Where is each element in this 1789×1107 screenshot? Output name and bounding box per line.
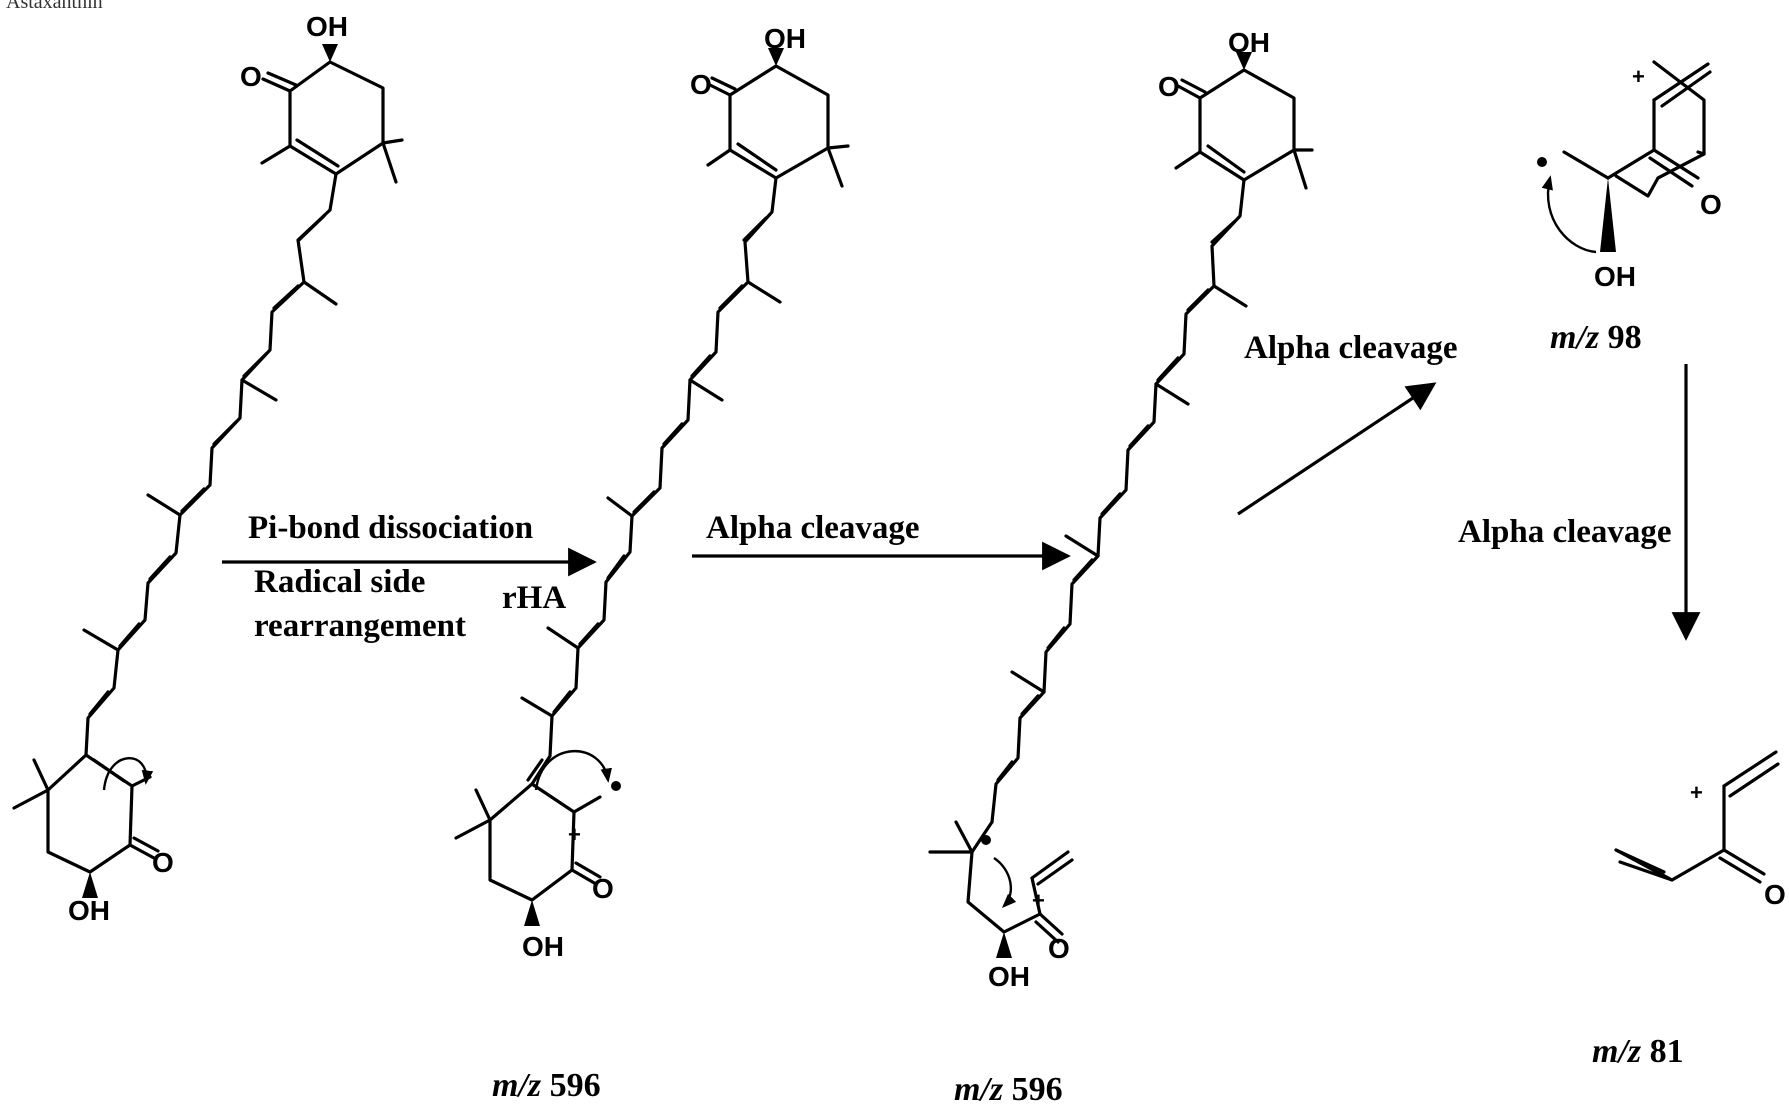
charge-plus: + (1690, 780, 1703, 805)
reaction-arrow-3 (1237, 382, 1437, 516)
radical-dot (1537, 157, 1547, 167)
step-label-alpha-cleavage-3: Alpha cleavage (1458, 514, 1672, 550)
atom-oh: OH (522, 931, 564, 962)
atom-o: O (152, 847, 174, 878)
fragment-81: + O (1614, 750, 1786, 910)
atom-oh: OH (764, 23, 806, 54)
step-label-rearrangement: rearrangement (254, 608, 466, 644)
step-label-alpha-cleavage-2: Alpha cleavage (1244, 330, 1458, 366)
step-label-radical-side: Radical side (254, 564, 425, 600)
wedge-bond (322, 44, 338, 62)
mz-label-596-b: m/z 596 (954, 1071, 1063, 1107)
wedge-bond (82, 872, 98, 898)
atom-oh: OH (1594, 261, 1636, 292)
atom-oh: OH (306, 11, 348, 42)
charge-plus: + (1632, 64, 1645, 89)
mz-label-81: m/z 81 (1592, 1033, 1684, 1070)
wedge-bond (524, 900, 540, 926)
mz-label-98: m/z 98 (1550, 319, 1642, 356)
step-label-alpha-cleavage-1: Alpha cleavage (706, 510, 920, 546)
charge-plus: + (1032, 888, 1045, 913)
atom-o: O (1158, 71, 1180, 102)
fragment-596-a: + OH O O OH (454, 23, 850, 962)
step-label-rha: rHA (502, 580, 566, 616)
compound-name: Astaxanthin (6, 0, 103, 13)
atom-o: O (1764, 879, 1786, 910)
astaxanthin-structure: OH O O OH (12, 11, 404, 926)
atom-oh: OH (68, 895, 110, 926)
radical-dot (981, 835, 991, 845)
radical-dot (611, 781, 621, 791)
atom-oh: OH (988, 961, 1030, 992)
atom-o: O (592, 873, 614, 904)
step-label-pi-bond: Pi-bond dissociation (248, 510, 533, 546)
fragment-98: + O OH (1537, 60, 1722, 292)
atom-o: O (1700, 189, 1722, 220)
wedge-bond (768, 48, 784, 66)
atom-o: O (690, 69, 712, 100)
atom-o: O (240, 61, 262, 92)
charge-plus: + (568, 822, 581, 847)
wedge-bond (1236, 52, 1252, 70)
atom-o: O (1048, 933, 1070, 964)
atom-oh: OH (1228, 27, 1270, 58)
wedge-bond (996, 932, 1012, 958)
fragment-596-b: + OH O O OH (928, 27, 1314, 992)
wedge-bond (1600, 178, 1616, 252)
mz-label-596-a: m/z 596 (492, 1067, 601, 1104)
